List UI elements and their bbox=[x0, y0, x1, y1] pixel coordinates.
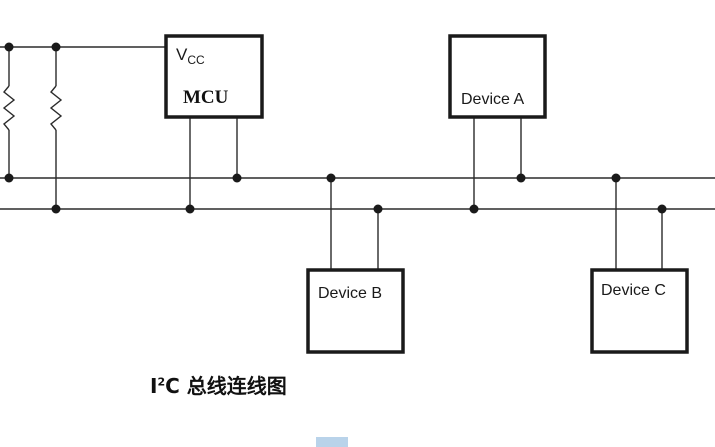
pullup-resistor-2 bbox=[49, 47, 63, 209]
junction-dot bbox=[373, 204, 383, 214]
vcc-label: VCC bbox=[176, 45, 205, 67]
junction-dot bbox=[657, 204, 667, 214]
device-b-label: Device B bbox=[318, 285, 382, 302]
junction-dot bbox=[4, 42, 14, 52]
device-c-box bbox=[590, 268, 689, 354]
diagram-caption: I2C 总线连线图 bbox=[150, 374, 287, 398]
mcu-box bbox=[164, 34, 264, 119]
device-a-label: Device A bbox=[461, 91, 524, 108]
junction-dot bbox=[469, 204, 479, 214]
junction-dot bbox=[611, 173, 621, 183]
mcu-label: MCU bbox=[183, 87, 229, 108]
device-c-label: Device C bbox=[601, 282, 666, 299]
junction-dot bbox=[232, 173, 242, 183]
device-a-box bbox=[448, 34, 547, 119]
pullup-resistor-1 bbox=[2, 47, 16, 178]
device-b-box bbox=[306, 268, 405, 354]
junction-dot bbox=[185, 204, 195, 214]
junction-dot bbox=[51, 42, 61, 52]
scroll-marker[interactable] bbox=[316, 437, 348, 447]
junction-dot bbox=[51, 204, 61, 214]
junction-dot bbox=[326, 173, 336, 183]
junction-dot bbox=[516, 173, 526, 183]
junction-dot bbox=[4, 173, 14, 183]
